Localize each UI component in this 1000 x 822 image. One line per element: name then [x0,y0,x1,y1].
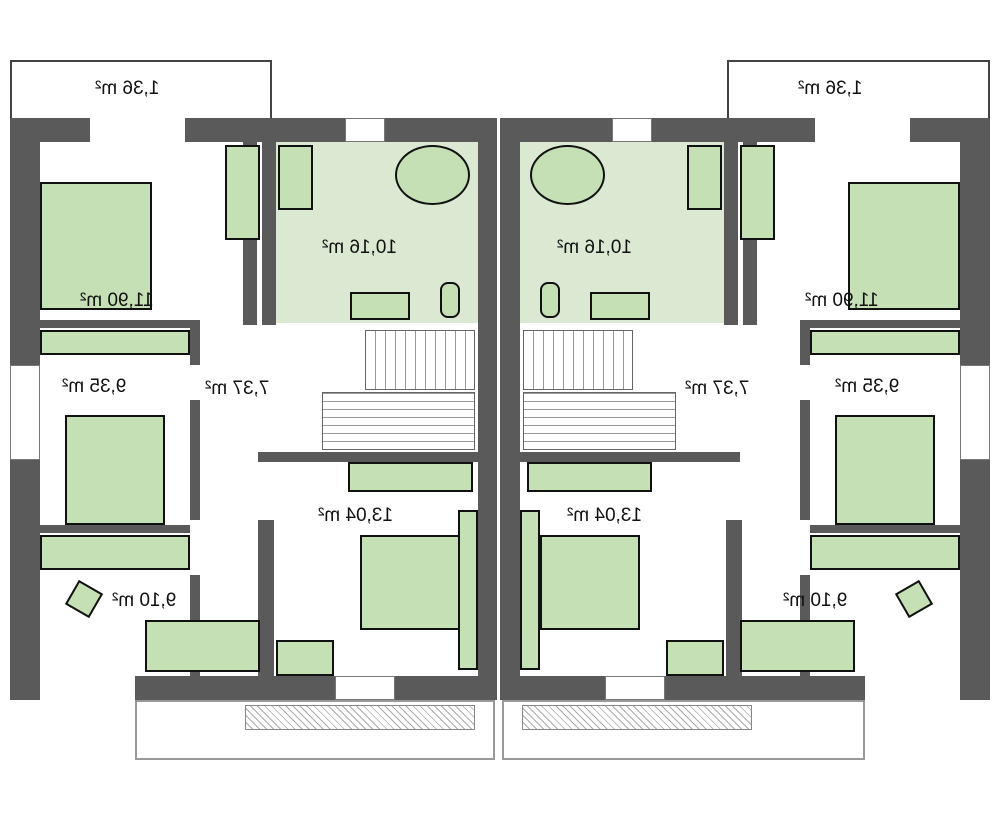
stairs-right [523,330,633,390]
bathtub [530,145,605,205]
wardrobe [527,462,652,492]
area-label: 13,04 m² [318,505,393,526]
wall [190,320,200,365]
sofa [740,620,855,672]
wardrobe [740,145,775,240]
wardrobe [225,145,260,240]
planter-left [245,705,475,730]
window-bath-right [612,118,652,142]
area-label: 11,90 m² [805,290,879,311]
wardrobe [348,462,473,492]
wall [800,400,810,520]
wall [726,520,742,680]
wall [190,400,200,520]
chair [894,579,934,619]
shower [278,145,313,210]
area-label: 7,37 m² [205,378,270,399]
toilet [540,282,560,318]
chair [64,579,104,619]
area-label: 9,10 m² [112,590,177,611]
bed [848,182,960,310]
balcony-door-left[interactable] [90,118,185,142]
area-label: 9,35 m² [835,376,900,397]
wardrobe [458,510,478,670]
bed [540,535,640,630]
area-label: 7,37 m² [685,378,750,399]
terrace-door-right[interactable] [865,676,960,700]
area-label: 9,10 m² [783,590,848,611]
wall [258,520,274,680]
wardrobe [40,535,190,570]
bed [65,415,165,525]
wall [262,140,276,325]
sink [590,292,650,320]
area-label: 9,35 m² [62,376,127,397]
wardrobe [810,535,960,570]
window-bottom-right [605,676,665,700]
wardrobe [810,330,960,355]
wall [800,320,810,365]
sink [350,292,410,320]
stairs-right-lower [523,392,676,450]
wall [724,140,738,325]
stairs-left [365,330,475,390]
area-label: 10,16 m² [557,237,632,258]
wardrobe [520,510,540,670]
desk [666,640,724,676]
wall [520,452,740,462]
bathtub [395,145,470,205]
area-label: 11,90 m² [80,290,154,311]
window-bottom-left [335,676,395,700]
shower [687,145,722,210]
sofa [145,620,260,672]
toilet [440,282,460,318]
bed [40,182,152,310]
terrace-door-left[interactable] [40,676,135,700]
wall [810,525,960,533]
stairs-left-lower [322,392,475,450]
window-left [10,365,40,460]
wall [40,525,190,533]
area-label: 13,04 m² [567,505,642,526]
balcony-door-right[interactable] [815,118,910,142]
party-wall-gap [497,118,500,700]
wall [40,320,190,328]
window-right [960,365,990,460]
bed [835,415,935,525]
wall [810,320,960,328]
planter-right [522,705,752,730]
area-label: 1,36 m² [95,78,160,99]
area-label: 10,16 m² [322,237,397,258]
area-label: 1,36 m² [798,78,863,99]
wardrobe [40,330,190,355]
balcony-right [727,60,990,120]
bed [360,535,460,630]
desk [276,640,334,676]
window-bath-left [345,118,385,142]
wall [258,452,478,462]
